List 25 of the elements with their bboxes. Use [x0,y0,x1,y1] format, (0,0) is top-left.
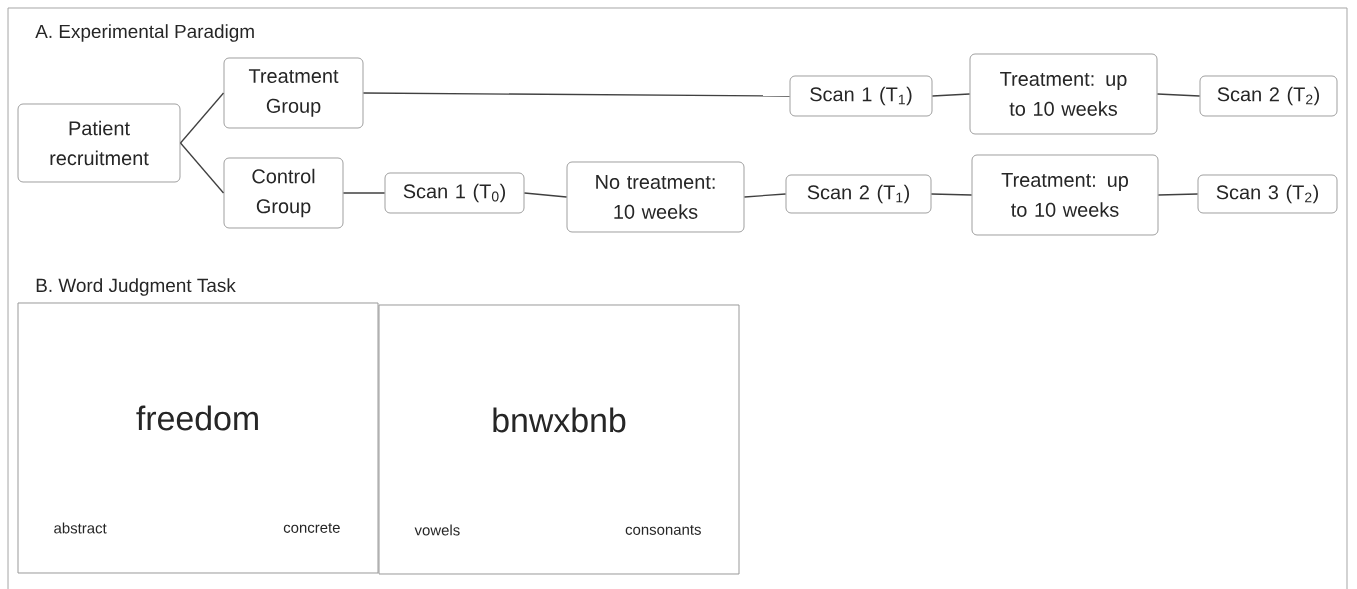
connector-line [930,193,973,196]
connector-line [743,193,787,198]
process-box: Scan 1 (T$_{0}$) [384,172,525,214]
process-box: Treatment: up to 10 weeks [971,154,1159,236]
process-box: No treatment: 10 weeks [566,161,745,233]
connector-line [179,142,225,194]
process-box: Scan 2 (T$_{1}$) [785,174,932,214]
process-box: Scan 1 (T$_{1}$) [789,75,933,117]
connector-line [1157,193,1199,196]
section-heading: B. Word Judgment Task [36,278,236,296]
section-heading: A. Experimental Paradigm [35,24,254,42]
process-box: Scan 2 (T$_{2}$) [1199,75,1338,117]
process-box: Patient recruitment [17,103,181,183]
process-box: Scan 3 (T$_{2}$) [1197,174,1338,214]
connector-line [362,92,791,97]
stimulus-card: bnwxbnb vowels consonants [378,304,740,575]
connector-line [931,93,971,97]
connector-line [1156,93,1201,97]
connector-line [179,92,225,144]
process-box: Control Group [223,157,344,229]
process-box: Treatment: up to 10 weeks [969,53,1158,135]
connector-line [523,192,568,198]
connector-line [342,192,386,194]
process-box: Treatment Group [223,57,364,129]
stimulus-card: freedom abstract concrete [17,302,379,574]
